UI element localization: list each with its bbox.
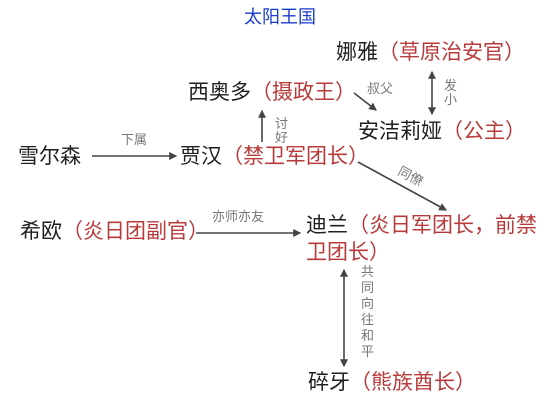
node-suiya-role: （熊族酋长） bbox=[350, 370, 476, 394]
node-xiaoduo-role: （摄政王） bbox=[251, 80, 356, 104]
svg-text:贾汉（禁卫军团长）: 贾汉（禁卫军团长） bbox=[180, 144, 369, 168]
edge-label-shufu: 叔父 bbox=[367, 82, 393, 97]
node-dilan: 迪兰（炎日军团长，前禁 卫团长） bbox=[306, 213, 537, 264]
node-anjieliya-name: 安洁莉娅 bbox=[358, 119, 442, 143]
edge-label-yishiyiyou: 亦师亦友 bbox=[212, 209, 264, 225]
edge-label-xiashu: 下属 bbox=[121, 133, 147, 148]
svg-text:安洁莉娅（公主）: 安洁莉娅（公主） bbox=[358, 119, 526, 143]
edge-label-taohao-2: 好 bbox=[275, 131, 288, 146]
node-jiahan-role: （禁卫军团长） bbox=[222, 144, 369, 168]
svg-text:雪尔森: 雪尔森 bbox=[18, 144, 81, 168]
node-xiou-role: （炎日团副官） bbox=[62, 219, 209, 243]
node-nuoya: 娜雅（草原治安官） bbox=[336, 40, 525, 64]
svg-text:娜雅（草原治安官）: 娜雅（草原治安官） bbox=[336, 40, 525, 64]
svg-text:迪兰（炎日军团长，前禁: 迪兰（炎日军团长，前禁 bbox=[306, 213, 537, 237]
node-anjieliya-role: （公主） bbox=[442, 119, 526, 143]
edge-label-gongtong-5: 和 bbox=[361, 329, 374, 344]
edge-label-gongtong-3: 向 bbox=[361, 296, 374, 312]
svg-text:西奥多（摄政王）: 西奥多（摄政王） bbox=[188, 80, 356, 104]
node-xiaoduo-name: 西奥多 bbox=[188, 80, 251, 104]
edge-label-gongtong-2: 同 bbox=[361, 281, 374, 296]
node-xiou: 希欧（炎日团副官） bbox=[20, 219, 209, 243]
edge-label-gongtong-1: 共 bbox=[361, 265, 374, 280]
node-dilan-role-line1: （炎日军团长，前禁 bbox=[348, 213, 537, 237]
edge-label-gongtong-6: 平 bbox=[361, 345, 374, 360]
node-xiaoduo: 西奥多（摄政王） bbox=[188, 80, 356, 104]
edge-label-tongliao: 同僚 bbox=[395, 164, 425, 189]
node-jiahan-name: 贾汉 bbox=[180, 144, 222, 168]
node-anjieliya: 安洁莉娅（公主） bbox=[358, 119, 526, 143]
edge-label-taohao-1: 讨 bbox=[275, 117, 288, 132]
svg-text:希欧（炎日团副官）: 希欧（炎日团副官） bbox=[20, 219, 209, 243]
edge-label-faxiao-2: 小 bbox=[444, 93, 457, 108]
node-xueersen: 雪尔森 bbox=[18, 144, 81, 168]
node-dilan-name: 迪兰 bbox=[306, 213, 348, 237]
node-nuoya-name: 娜雅 bbox=[336, 40, 378, 64]
edge-jiahan-dilan bbox=[357, 161, 448, 211]
node-xueersen-name: 雪尔森 bbox=[18, 144, 81, 168]
edge-label-gongtong-4: 往 bbox=[361, 313, 374, 328]
node-jiahan: 贾汉（禁卫军团长） bbox=[180, 144, 369, 168]
edge-xiaoduo-anjieliya bbox=[353, 92, 377, 111]
diagram-title: 太阳王国 bbox=[244, 7, 316, 28]
svg-text:碎牙（熊族酋长）: 碎牙（熊族酋长） bbox=[308, 370, 476, 394]
node-nuoya-role: （草原治安官） bbox=[378, 40, 525, 64]
node-xiou-name: 希欧 bbox=[20, 219, 62, 243]
edge-label-faxiao-1: 发 bbox=[444, 78, 457, 94]
node-suiya: 碎牙（熊族酋长） bbox=[308, 370, 476, 394]
node-suiya-name: 碎牙 bbox=[308, 370, 350, 394]
node-dilan-role-line2: 卫团长） bbox=[306, 240, 390, 264]
